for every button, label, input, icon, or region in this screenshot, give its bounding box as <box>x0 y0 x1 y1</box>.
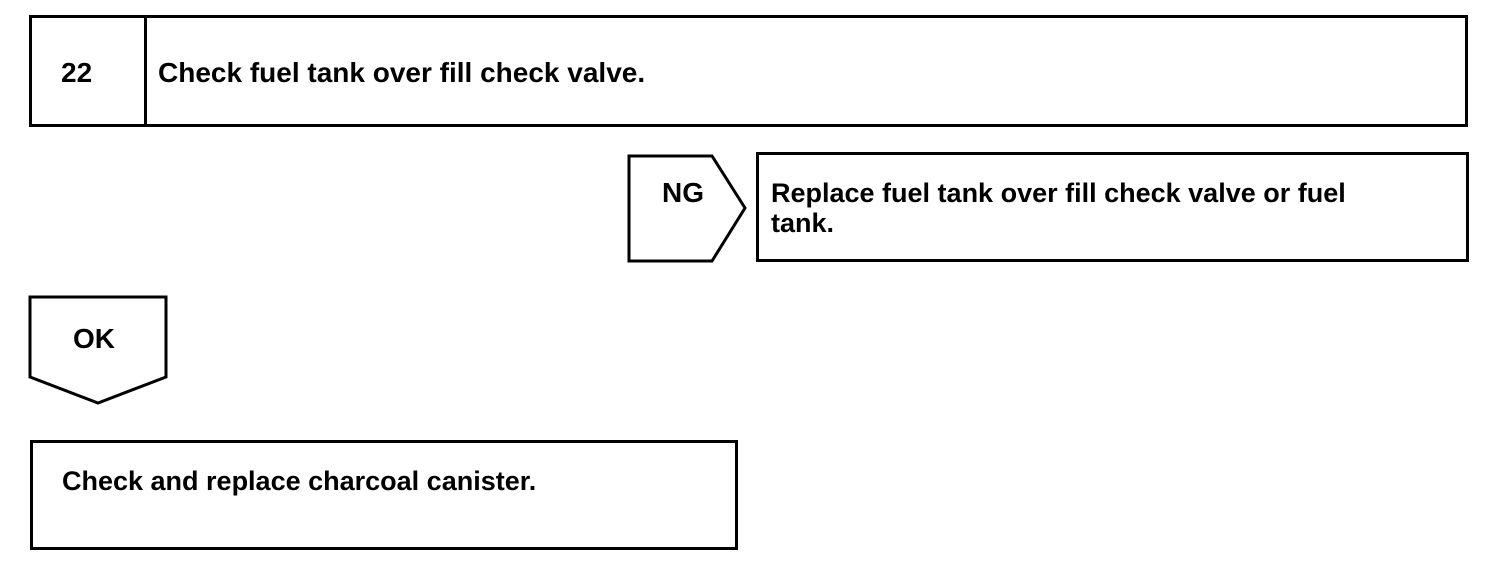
ok-arrow-tag <box>28 295 168 405</box>
ng-action-line-1: Replace fuel tank over fill check valve … <box>771 178 1346 208</box>
step-number-divider <box>144 18 147 124</box>
step-title: Check fuel tank over fill check valve. <box>158 57 646 88</box>
ng-arrow-tag <box>627 154 747 263</box>
step-number: 22 <box>61 57 93 88</box>
step-header-box <box>29 15 1468 127</box>
ng-label: NG <box>662 177 704 208</box>
ok-action-text: Check and replace charcoal canister. <box>62 466 537 496</box>
ok-action-box <box>30 440 738 550</box>
ng-action-box <box>756 152 1469 262</box>
ok-label: OK <box>73 323 115 354</box>
ng-action-line-2: tank. <box>771 208 835 238</box>
